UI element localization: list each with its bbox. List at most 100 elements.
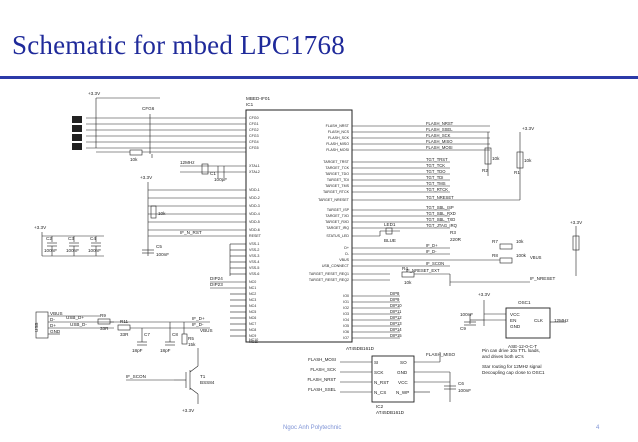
ic1-left-pins: CFG0CFG1CFG2CFG3CFG4CFG5XTAL1XTAL2VDD-1V…	[249, 116, 262, 344]
ic2-pin-gnd: GND	[397, 370, 408, 375]
r4-value: 10k	[404, 280, 412, 285]
led-label: LED1	[384, 222, 396, 227]
osc-label: OSC1	[518, 300, 531, 305]
osc-pin-gnd: GND	[510, 324, 521, 329]
ic1-left-pin-label: VDD-2	[249, 196, 260, 200]
ic1-right-pin-label: STATUS_LED	[326, 234, 349, 238]
dip-net-label: DIP11	[390, 309, 402, 314]
ic1-right-pin-label: USB_CONNECT	[322, 264, 350, 268]
c7-label: C7	[144, 332, 150, 337]
usb-dp-net: USB_D+	[66, 315, 84, 320]
net-labels-right: FLASH_NRSTFLASH_SSELFLASH_SCKFLASH_MISOF…	[390, 121, 542, 338]
ic1-right-pin-label: TARGET_ISP	[327, 208, 350, 212]
cfg-label: CFG6	[142, 106, 155, 111]
vbus-left-label: VBUS	[200, 328, 213, 333]
if-scon-right-label: IF_SCON	[426, 261, 444, 266]
ic1-body	[245, 109, 353, 343]
ic1-left-pin-label: XTAL1	[249, 164, 260, 168]
usb-label: USB	[34, 323, 39, 332]
ic1-right-pin-label: TARGET_TRST	[323, 160, 349, 164]
ic1-left-pin-label: VDD-4	[249, 212, 260, 216]
ic1-right-pin-label: FLASH_SCK	[328, 136, 350, 140]
ic1-left-pin-label: VSS-3	[249, 254, 259, 258]
flash-net-label: FLASH_SSEL	[426, 127, 453, 132]
dip-net-label: DIP10	[390, 303, 402, 308]
ic1-left-pin-label: NC5	[249, 310, 256, 314]
dip23-label: DIP23	[210, 282, 223, 287]
ic1-right-pin-label: TARGET_TMS	[325, 184, 349, 188]
ic1-left-pin-label: CFG3	[249, 134, 259, 138]
c1-label: C1	[210, 171, 216, 176]
ic1-right-pin-label: IO6	[343, 330, 349, 334]
ic1-left-pin-label: CFG0	[249, 116, 259, 120]
r8-value: 100k	[516, 253, 527, 258]
c6-value: 100nF	[458, 388, 471, 393]
tgt-net-label: TGT_TRST	[426, 157, 448, 162]
r2-label: R2	[482, 168, 488, 173]
c1-value: 100pF	[214, 177, 227, 182]
ic1-left-pin-label: XTAL2	[249, 170, 260, 174]
ic1-right-pin-label: FLASH_NRST	[326, 124, 350, 128]
ic1-left-pin-label: NC6	[249, 316, 256, 320]
dip-net-label: DIP15	[390, 333, 402, 338]
r11-value: 33R	[120, 332, 129, 337]
c7-value: 18pF	[132, 348, 143, 353]
ic1-left-pin-label: RESET	[249, 234, 262, 238]
ic2-part-bottom: AT45DB161D	[376, 410, 405, 415]
ic1-left-pin-label: CFG5	[249, 146, 259, 150]
osc1-body	[505, 307, 551, 339]
r1b-value: 10k	[524, 158, 532, 163]
slide-footer: Ngoc Anh Polytechnic 4	[0, 423, 638, 437]
ic1-right-pin-label: IO1	[343, 300, 349, 304]
flash-net-label: FLASH_SCK	[426, 133, 451, 138]
c6-label: C6	[458, 381, 464, 386]
c8-value: 18pF	[160, 348, 171, 353]
ic2-pin-ncs: N_CS	[374, 390, 386, 395]
flash-miso-ic2: FLASH_MISO	[426, 352, 456, 357]
flash-net-label: FLASH_MOSI	[426, 145, 453, 150]
ic1-left-pin-label: VSS-2	[249, 248, 259, 252]
footer-author: Ngoc Anh Polytechnic	[283, 425, 342, 431]
ic1-right-pin-label: IO2	[343, 306, 349, 310]
ic1-left-pin-label: VSS-5	[249, 266, 259, 270]
if-nreset-ext-label: IF_NRESET_EXT	[406, 268, 440, 273]
supply-label-caps: +3.3V	[34, 225, 47, 230]
if-scon-left-label: IF_SCON	[126, 374, 146, 379]
r8-label: R8	[492, 253, 498, 258]
tgt-nreset-label: TGT_NRESET	[426, 195, 454, 200]
dip-net-label: DIP14	[390, 327, 402, 332]
ic1-left-pin-label: VDD-3	[249, 204, 260, 208]
ic1-left-pin-label: NC0	[249, 280, 256, 284]
ic2-body	[371, 355, 415, 403]
ic1-right-pin-label: IO3	[343, 312, 349, 316]
c9-value: 100nF	[460, 312, 473, 317]
osc-pin-en: EN	[510, 318, 516, 323]
dip-net-label: DIP9	[390, 297, 400, 302]
rsb-value: 15k	[188, 342, 196, 347]
ic1-right-pin-label: TARGET_IRQ	[326, 226, 349, 230]
supply-label-vdd: +3.3V	[140, 175, 153, 180]
ic2-flash-net-label: FLASH_MOSI	[308, 357, 336, 362]
slide-title: Schematic for mbed LPC1768	[12, 30, 345, 60]
ic1-left-pin-label: NC3	[249, 298, 256, 302]
tgt-net-label: TGT_TCK	[426, 163, 445, 168]
ic2-flash-net-label: FLASH_SSEL	[308, 387, 336, 392]
vbus-right-label: VBUS	[530, 255, 542, 260]
note-3: Star routing for 12MHz signal	[482, 364, 542, 369]
if-d-minus-label: IF_D-	[192, 322, 204, 327]
c9-label: C9	[460, 326, 466, 331]
supply-label-r1: +3.3V	[570, 220, 583, 225]
r1b-label: R1	[514, 170, 520, 175]
ic1-ref: IC1	[246, 102, 254, 107]
flash-net-label: FLASH_MISO	[426, 139, 453, 144]
ic1-left-pin-label: NC4	[249, 304, 256, 308]
ic1-left-pin-label: VDD-1	[249, 188, 260, 192]
c3-value: 100nF	[66, 248, 79, 253]
ic1-right-pins: FLASH_NRSTFLASH_NCSFLASH_SCKFLASH_MISOFL…	[309, 124, 350, 340]
flash-net-label: FLASH_NRST	[426, 121, 454, 126]
r4-label: R4	[402, 266, 408, 271]
note-2: and drives both uC's	[482, 354, 524, 359]
usb-pin-dp: D+	[50, 323, 56, 328]
ic2-pin-nrst: N_RST	[374, 380, 389, 385]
usb-pin-dm: D-	[50, 317, 55, 322]
